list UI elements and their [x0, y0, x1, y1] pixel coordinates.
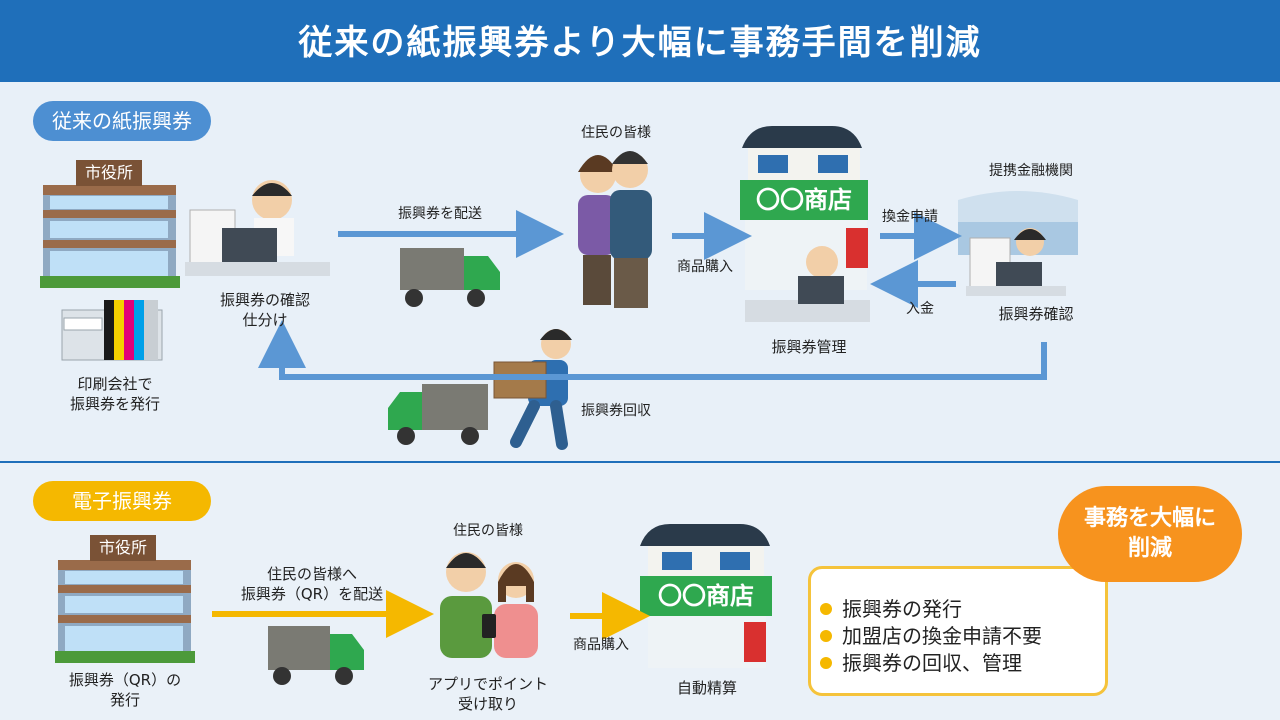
- purchase-caption: 商品購入: [677, 259, 733, 275]
- app-caption-line-1: アプリでポイント: [427, 675, 548, 693]
- reduction-burst: 事務を大幅に 削減: [1058, 486, 1242, 582]
- check-caption-line-2: 仕分け: [242, 311, 288, 329]
- benefit-text: 振興券の回収、管理: [842, 651, 1022, 675]
- deliver-caption-line-2: 振興券（QR）を配送: [240, 585, 384, 603]
- digital-section-label: 電子振興券: [33, 481, 211, 521]
- arrow-collect: [258, 320, 1047, 380]
- deposit-caption: 入金: [906, 301, 934, 317]
- benefit-text: 振興券の発行: [842, 597, 962, 621]
- issue-caption-line-1: 振興券（QR）の: [68, 671, 182, 689]
- check-caption-line-1: 振興券の確認: [219, 291, 310, 309]
- page-title: 従来の紙振興券より大幅に事務手間を削減: [0, 0, 1280, 82]
- exchange-caption: 換金申請: [882, 209, 938, 225]
- delivery-truck-icon: [400, 248, 500, 307]
- app-caption-line-2: 受け取り: [457, 695, 518, 713]
- bank-check-caption: 振興券確認: [998, 305, 1074, 323]
- bullet-icon: [820, 657, 832, 669]
- bank-building-icon: [958, 191, 1078, 296]
- printing-caption-line-2: 振興券を発行: [69, 395, 160, 413]
- issue-caption-line-2: 発行: [109, 691, 140, 709]
- residents-caption: 住民の皆様: [581, 125, 651, 141]
- benefit-item: 振興券の発行: [820, 597, 962, 621]
- burst-line-2: 削減: [1127, 536, 1172, 561]
- city-hall-building-digital-icon: [55, 535, 195, 663]
- shop-caption-digital: 自動精算: [676, 679, 737, 697]
- bullet-icon: [820, 603, 832, 615]
- benefit-item: 振興券の回収、管理: [820, 651, 1022, 675]
- shop-caption: 振興券管理: [771, 338, 847, 356]
- benefit-item: 加盟店の換金申請不要: [820, 624, 1042, 648]
- shop-building-icon: [740, 126, 870, 322]
- collect-caption: 振興券回収: [581, 403, 651, 419]
- city-hall-building-icon: [40, 160, 180, 288]
- city-hall-sign: 市役所: [84, 163, 133, 182]
- burst-line-1: 事務を大幅に: [1083, 506, 1216, 531]
- residents-caption-digital: 住民の皆様: [453, 523, 523, 539]
- section-divider: [0, 461, 1280, 463]
- residents-couple-icon: [578, 151, 652, 308]
- bank-caption: 提携金融機関: [989, 163, 1073, 179]
- benefit-text: 加盟店の換金申請不要: [842, 624, 1042, 648]
- city-hall-sign-digital: 市役所: [98, 538, 147, 557]
- printing-caption-line-1: 印刷会社で: [77, 375, 153, 393]
- deliver-caption-line-1: 住民の皆様へ: [266, 565, 357, 583]
- shop-building-digital-icon: [640, 524, 772, 668]
- shop-sign: 〇〇商店: [756, 186, 852, 214]
- shop-sign-digital: 〇〇商店: [658, 582, 754, 610]
- worker-carrying-box-icon: [493, 329, 572, 450]
- printing-press-icon: [61, 300, 163, 361]
- residents-with-phone-icon: [440, 552, 538, 658]
- paper-section-label: 従来の紙振興券: [33, 101, 211, 141]
- clerk-at-desk-icon: [185, 180, 330, 276]
- purchase-caption-digital: 商品購入: [573, 637, 629, 653]
- bullet-icon: [820, 630, 832, 642]
- collection-truck-icon: [388, 384, 488, 445]
- delivery-truck-digital-icon: [268, 626, 364, 685]
- deliver-caption: 振興券を配送: [398, 206, 482, 222]
- benefits-callout: [808, 566, 1108, 696]
